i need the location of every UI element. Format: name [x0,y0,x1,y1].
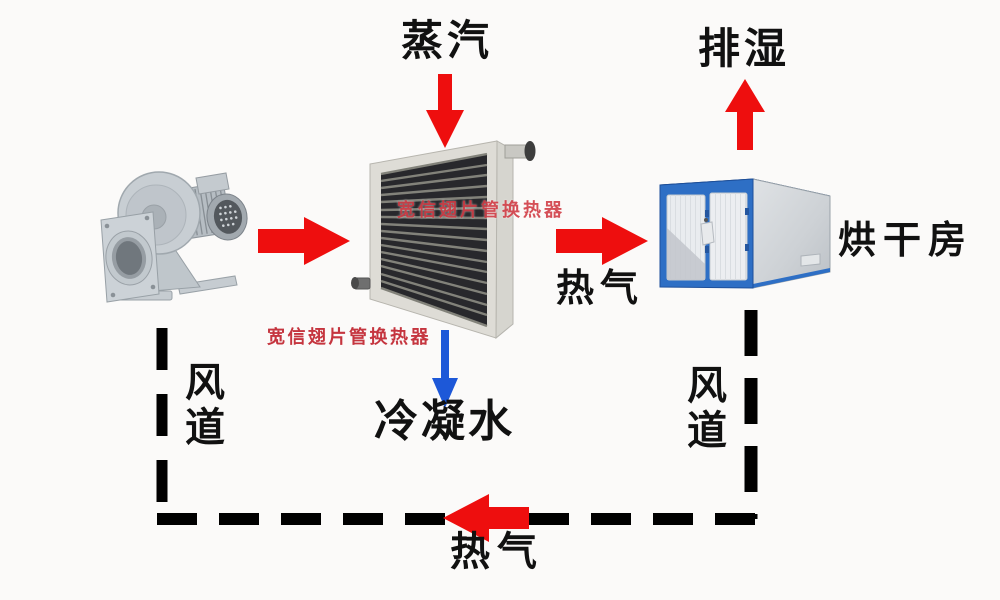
exchanger-watermark: 宽信翅片管换热器 [397,200,565,221]
exhaust-arrow-up-icon [725,79,765,150]
duct-label-right: 风道 [680,364,726,454]
exhaust-label: 排湿 [698,24,791,73]
hot-air-supply-arrow-icon [556,217,648,265]
hot-air-supply-label: 热气 [556,266,645,310]
drying-room-label: 烘干房 [838,218,974,262]
steam-label: 蒸汽 [401,16,494,65]
blower-to-exchanger-arrow-icon [258,217,350,265]
heat-exchanger-icon [351,140,536,340]
condensate-label: 冷凝水 [374,396,515,447]
duct-label-left: 风道 [178,361,224,451]
hot-air-return-label: 热气 [450,529,544,575]
blower-icon [100,171,248,303]
drying-room-icon [659,178,831,289]
exchanger-caption: 宽信翅片管换热器 [267,327,431,348]
